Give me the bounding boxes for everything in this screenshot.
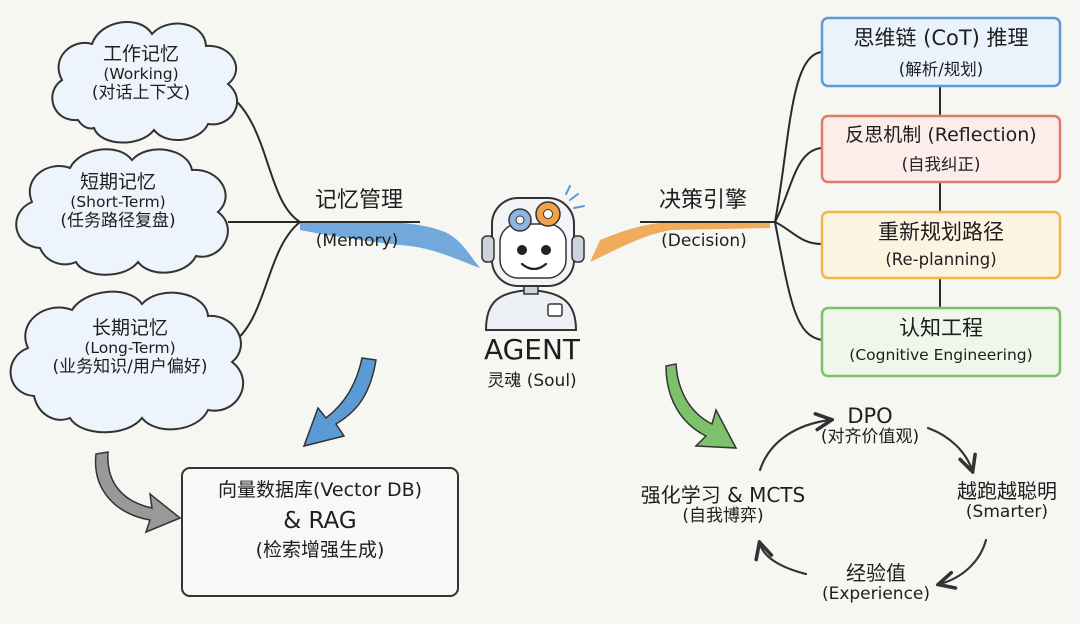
- cycle-arrows: [760, 420, 988, 584]
- memory-label-cn: 记忆管理: [314, 188, 403, 213]
- cycle-rl: 强化学习 & MCTS (自我博弈): [620, 484, 826, 527]
- experience-desc: (Experience): [821, 584, 931, 604]
- vector-db-line2: & RAG: [283, 507, 357, 534]
- memory-connectors: [224, 91, 301, 346]
- experience-title: 经验值: [846, 561, 906, 585]
- box-reflection-text: 反思机制 (Reflection) (自我纠正): [821, 120, 1061, 175]
- box-cot-text: 思维链 (CoT) 推理 (解析/规划): [821, 22, 1061, 80]
- box-vector-db: [181, 467, 459, 597]
- long-term-memory-desc: (业务知识/用户偏好): [52, 356, 208, 377]
- long-term-memory-title: 长期记忆: [91, 317, 168, 339]
- memory-to-db-arrow: [302, 357, 377, 448]
- cloud-short-term-text: 短期记忆 (Short-Term) (任务路径复盘): [30, 171, 206, 231]
- box-reflection: [820, 114, 1062, 184]
- box-replanning: [820, 210, 1062, 280]
- decision-swoosh: [590, 222, 770, 262]
- robot-agent-illustration: [481, 185, 585, 331]
- working-memory-title: 工作记忆: [102, 43, 179, 65]
- working-memory-en: (Working): [103, 64, 179, 83]
- replanning-title: 重新规划路径: [878, 220, 1004, 244]
- dpo-title: DPO: [847, 404, 893, 428]
- short-term-memory-title: 短期记忆: [79, 171, 156, 193]
- replanning-desc: (Re-planning): [885, 250, 997, 269]
- cloud-short-term: [15, 148, 229, 276]
- short-term-memory-en: (Short-Term): [70, 192, 166, 211]
- cloud-long-term: [9, 290, 244, 434]
- cloud-to-db-arrow: [94, 451, 182, 534]
- box-cognitive: [820, 306, 1062, 378]
- reflection-desc: (自我纠正): [901, 155, 981, 174]
- vector-db-text: 向量数据库(Vector DB) & RAG (检索增强生成): [184, 479, 456, 562]
- long-term-memory-en: (Long-Term): [84, 338, 176, 357]
- memory-swoosh: [300, 221, 480, 268]
- reflection-title: 反思机制 (Reflection): [845, 124, 1037, 146]
- smarter-desc: (Smarter): [965, 502, 1049, 522]
- cloud-working-text: 工作记忆 (Working) (对话上下文): [66, 43, 216, 103]
- cloud-working: [51, 20, 239, 144]
- decision-label-en: (Decision): [661, 231, 747, 251]
- decision-connectors: [774, 51, 941, 341]
- memory-label-en: (Memory): [315, 231, 399, 251]
- cot-title: 思维链 (CoT) 推理: [853, 26, 1029, 50]
- cot-desc: (解析/规划): [898, 60, 984, 79]
- cycle-dpo: DPO (对齐价值观): [800, 404, 940, 448]
- agent-name: AGENT: [483, 333, 581, 366]
- box-replanning-text: 重新规划路径 (Re-planning): [821, 216, 1061, 269]
- agent-soul: 灵魂 (Soul): [487, 371, 577, 391]
- cognitive-title: 认知工程: [899, 316, 983, 340]
- working-memory-desc: (对话上下文): [91, 82, 191, 103]
- decision-to-cycle-arrow: [665, 363, 738, 449]
- short-term-memory-desc: (任务路径复盘): [60, 210, 176, 231]
- cycle-experience: 经验值 (Experience): [806, 562, 946, 605]
- rl-desc: (自我博弈): [682, 506, 764, 526]
- box-cot: [820, 16, 1062, 88]
- cognitive-desc: (Cognitive Engineering): [849, 346, 1033, 364]
- rl-title: 强化学习 & MCTS: [640, 483, 806, 507]
- cycle-smarter: 越跑越聪明 (Smarter): [940, 480, 1074, 523]
- vector-db-line1: 向量数据库(Vector DB): [217, 479, 423, 501]
- smarter-title: 越跑越聪明: [957, 479, 1057, 503]
- cloud-long-term-text: 长期记忆 (Long-Term) (业务知识/用户偏好): [22, 317, 238, 377]
- dpo-desc: (对齐价值观): [820, 427, 920, 448]
- box-cognitive-text: 认知工程 (Cognitive Engineering): [821, 312, 1061, 364]
- decision-label-cn: 决策引擎: [658, 188, 747, 213]
- vector-db-line3: (检索增强生成): [255, 539, 385, 562]
